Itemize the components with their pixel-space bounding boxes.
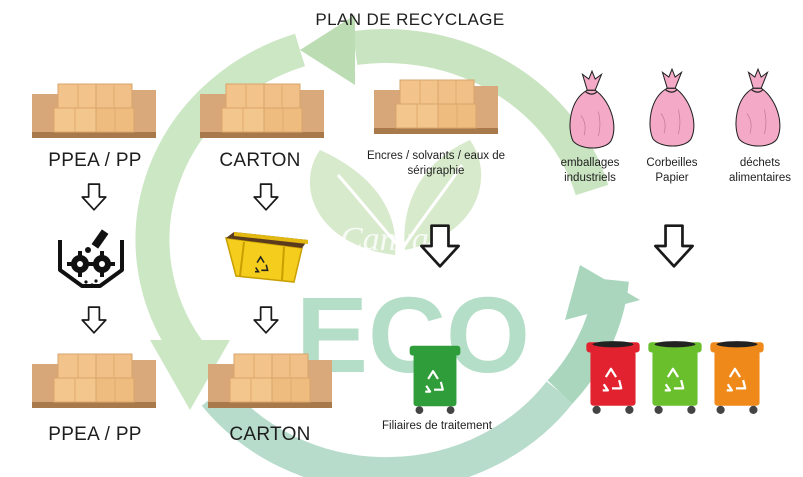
bag-label-alimentaires: déchets alimentaires [729,157,791,184]
down-arrow-icon [81,306,107,334]
bag-label-papier: Corbeilles Papier [646,157,698,184]
cardboard-pallet-icon [31,83,157,139]
down-arrow-icon [81,183,107,211]
carton-bottom-label: CARTON [229,424,311,445]
eco-text: ECO [296,274,530,395]
ppea-top-label: PPEA / PP [48,150,142,171]
down-arrow-icon [420,224,460,268]
trash-bag-icon [735,68,781,147]
recycle-cycle-arrows [135,29,629,477]
down-arrow-icon [253,183,279,211]
cardboard-pallet-icon [207,353,333,409]
green-bin-icon [648,341,702,414]
bag-label-industriels: emballages industriels [560,157,620,184]
cardboard-pallet-icon [31,353,157,409]
cycle-arrowheads [150,15,640,410]
orange-bin-icon [710,341,764,414]
cardboard-pallet-icon [199,83,325,139]
carton-top-label: CARTON [219,150,301,171]
trash-bag-icon [649,68,695,147]
down-arrow-icon [253,306,279,334]
ppea-bottom-label: PPEA / PP [48,424,142,445]
grinder-icon [58,229,124,288]
canva-watermark: Canva [340,221,429,258]
treatment-label: Filiaires de traitement [382,420,492,432]
page-title: PLAN DE RECYCLAGE [315,10,505,29]
down-arrow-icon [654,224,694,268]
treatment-bin-icon [409,345,461,415]
trash-bag-icon [569,70,615,149]
cardboard-pallet-icon [373,79,499,135]
inks-label: Encres / solvants / eaux de sérigraphie [366,150,506,177]
skip-container-icon [224,232,308,283]
red-bin-icon [586,341,640,414]
leaf-icon [309,140,482,255]
